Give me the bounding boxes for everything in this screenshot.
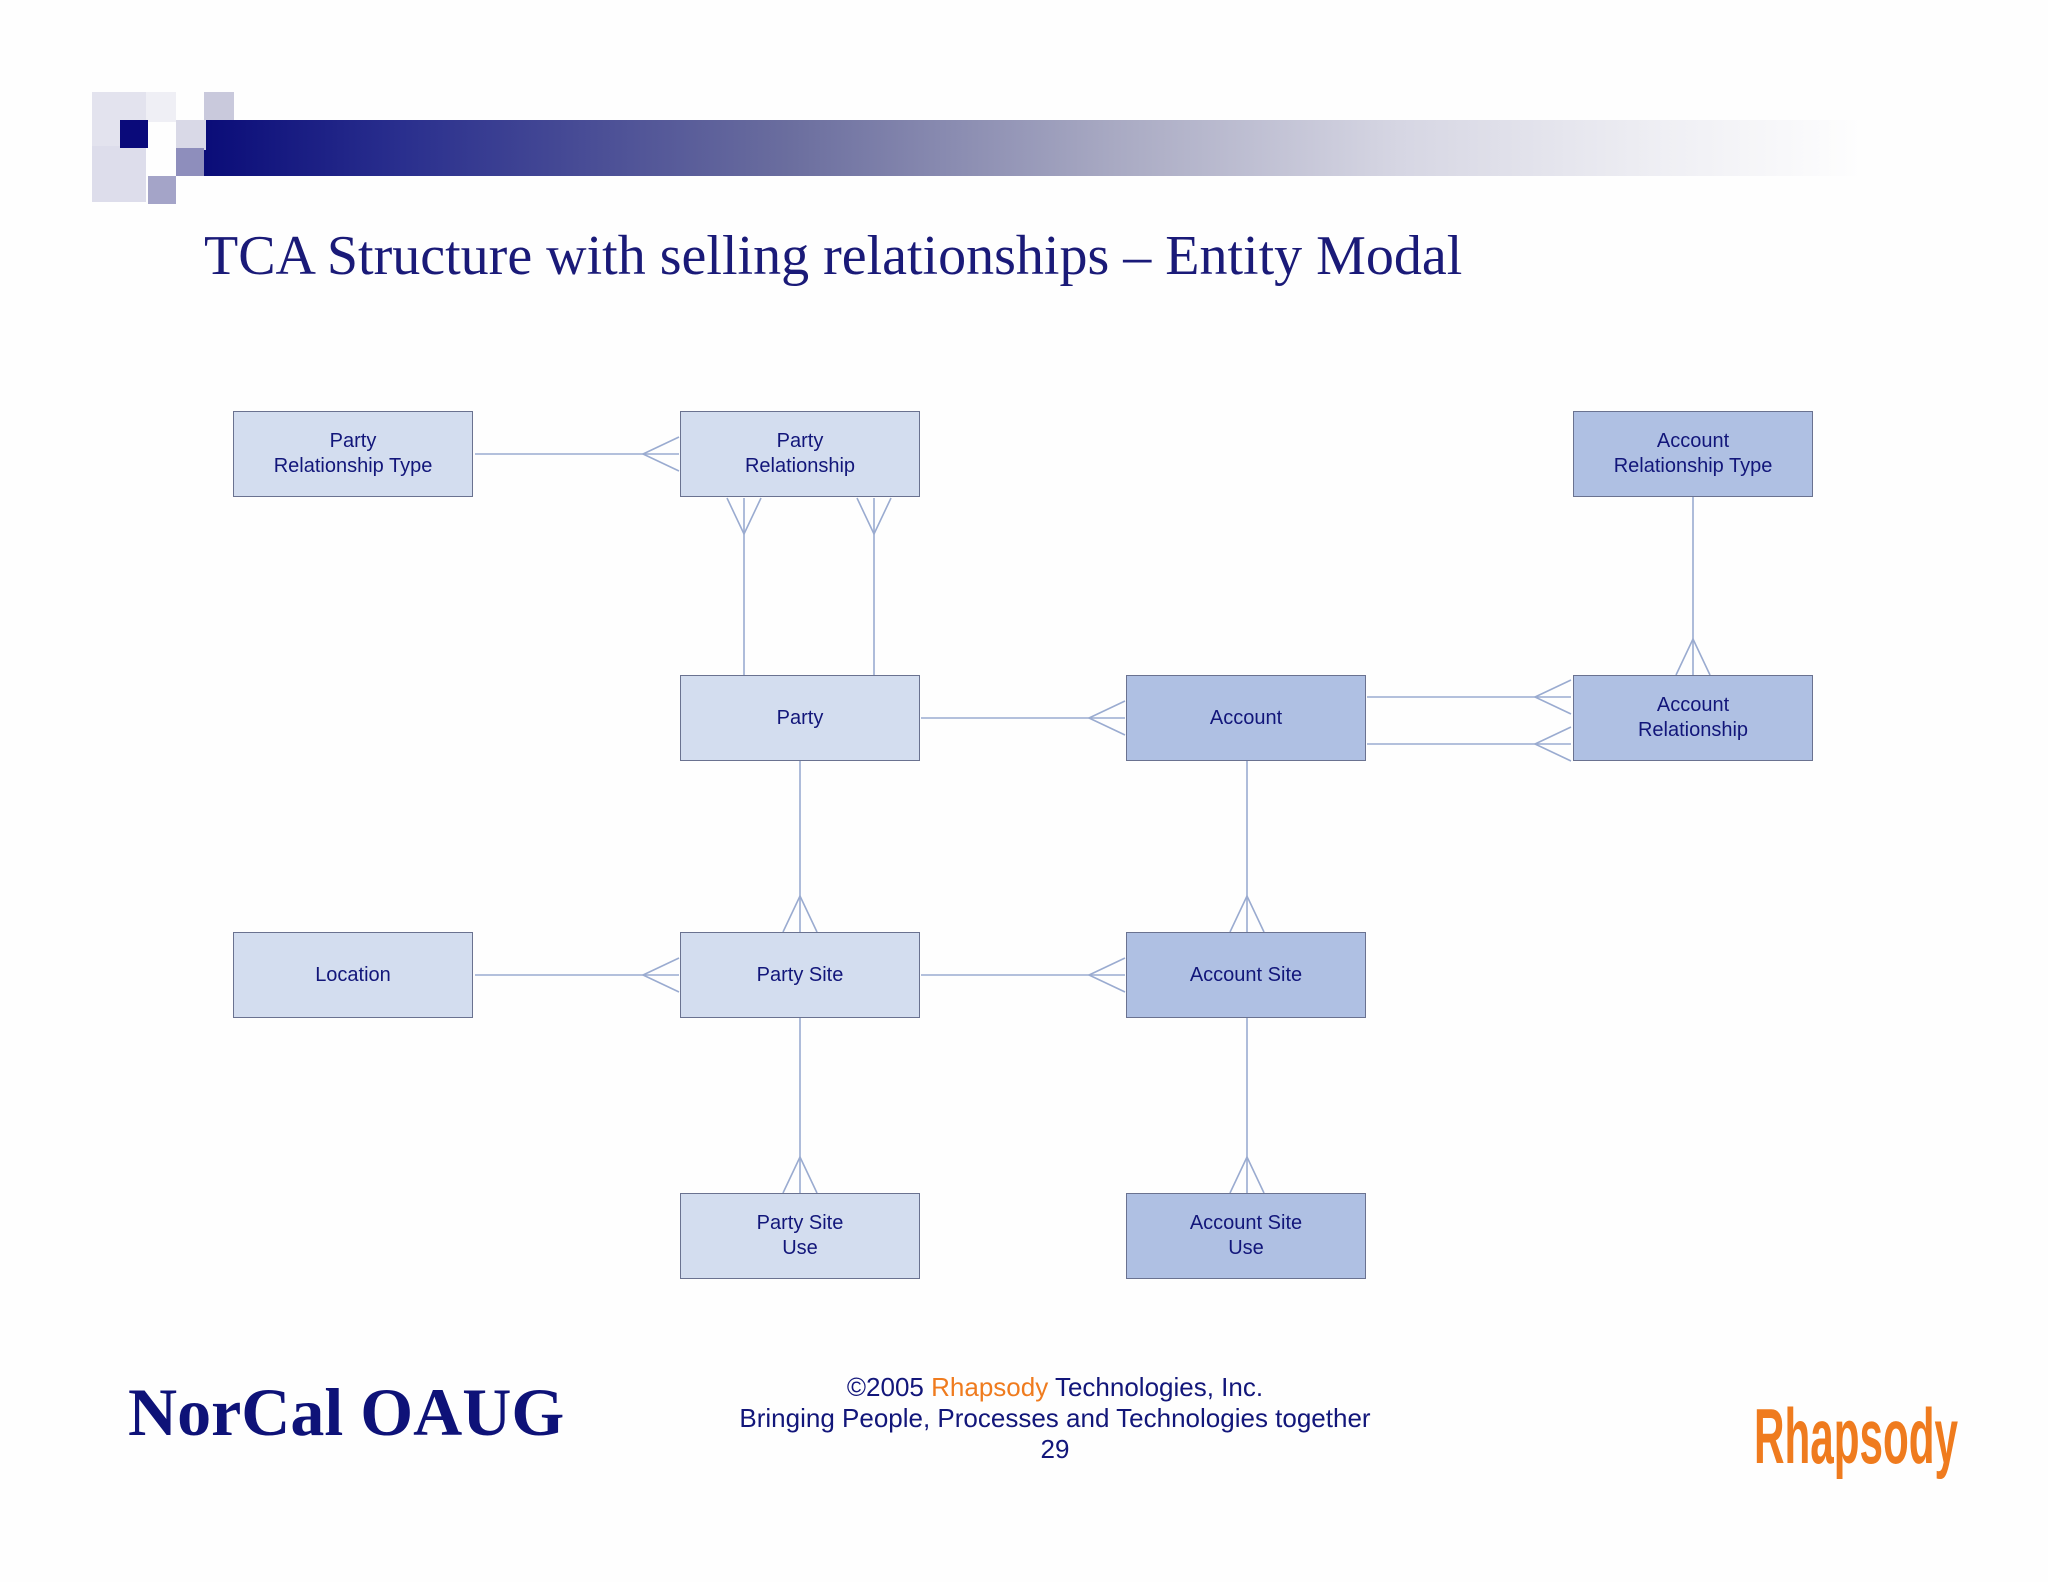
header-square [176, 148, 204, 176]
connector-account-to-account-relationship-upper [1367, 679, 1572, 715]
company-highlight: Rhapsody [931, 1372, 1049, 1402]
footer-copyright-block: ©2005 Rhapsody Technologies, Inc. Bringi… [700, 1372, 1410, 1465]
connector-account-to-account-relationship-lower [1367, 726, 1572, 762]
copyright-line: ©2005 Rhapsody Technologies, Inc. [700, 1372, 1410, 1403]
rhapsody-logo-text: Rhapsody [1754, 1393, 1958, 1481]
header-square [120, 120, 148, 148]
header-square [176, 120, 206, 150]
entity-account-relationship: Account Relationship [1573, 675, 1813, 761]
entity-party-relationship: Party Relationship [680, 411, 920, 497]
slide-title: TCA Structure with selling relationships… [204, 225, 1463, 287]
entity-party: Party [680, 675, 920, 761]
connector-location-to-party-site [475, 957, 680, 993]
header-square [92, 146, 146, 202]
connector-party-to-party-relationship-right [856, 497, 892, 675]
org-name: NorCal OAUG [128, 1374, 565, 1450]
connector-party-site-to-party-site-use [782, 1018, 818, 1194]
connector-account-to-account-site [1229, 761, 1265, 933]
entity-account-relationship-type: Account Relationship Type [1573, 411, 1813, 497]
entity-account: Account [1126, 675, 1366, 761]
header-square [146, 92, 176, 122]
copyright-suffix: Technologies, Inc. [1048, 1372, 1264, 1402]
entity-party-relationship-type: Party Relationship Type [233, 411, 473, 497]
copyright-prefix: ©2005 [846, 1372, 932, 1402]
header-gradient-bar [204, 120, 1864, 176]
page-number: 29 [1040, 1434, 1070, 1464]
rhapsody-logo: Rhapsody [1754, 1393, 1958, 1481]
header-square [204, 92, 234, 122]
entity-location: Location [233, 932, 473, 1018]
header-square [148, 176, 176, 204]
entity-party-site: Party Site [680, 932, 920, 1018]
entity-account-site-use: Account Site Use [1126, 1193, 1366, 1279]
connector-party-to-account [921, 700, 1126, 736]
connector-account-relationship-type-to-account-relationship [1675, 497, 1711, 676]
connector-party-to-party-relationship-left [726, 497, 762, 675]
entity-party-site-use: Party Site Use [680, 1193, 920, 1279]
entity-account-site: Account Site [1126, 932, 1366, 1018]
tagline: Bringing People, Processes and Technolog… [739, 1403, 1371, 1433]
connector-party-relationship-type-to-party-relationship [475, 436, 680, 472]
connector-party-site-to-account-site [921, 957, 1126, 993]
connector-party-to-party-site [782, 761, 818, 933]
connector-account-site-to-account-site-use [1229, 1018, 1265, 1194]
